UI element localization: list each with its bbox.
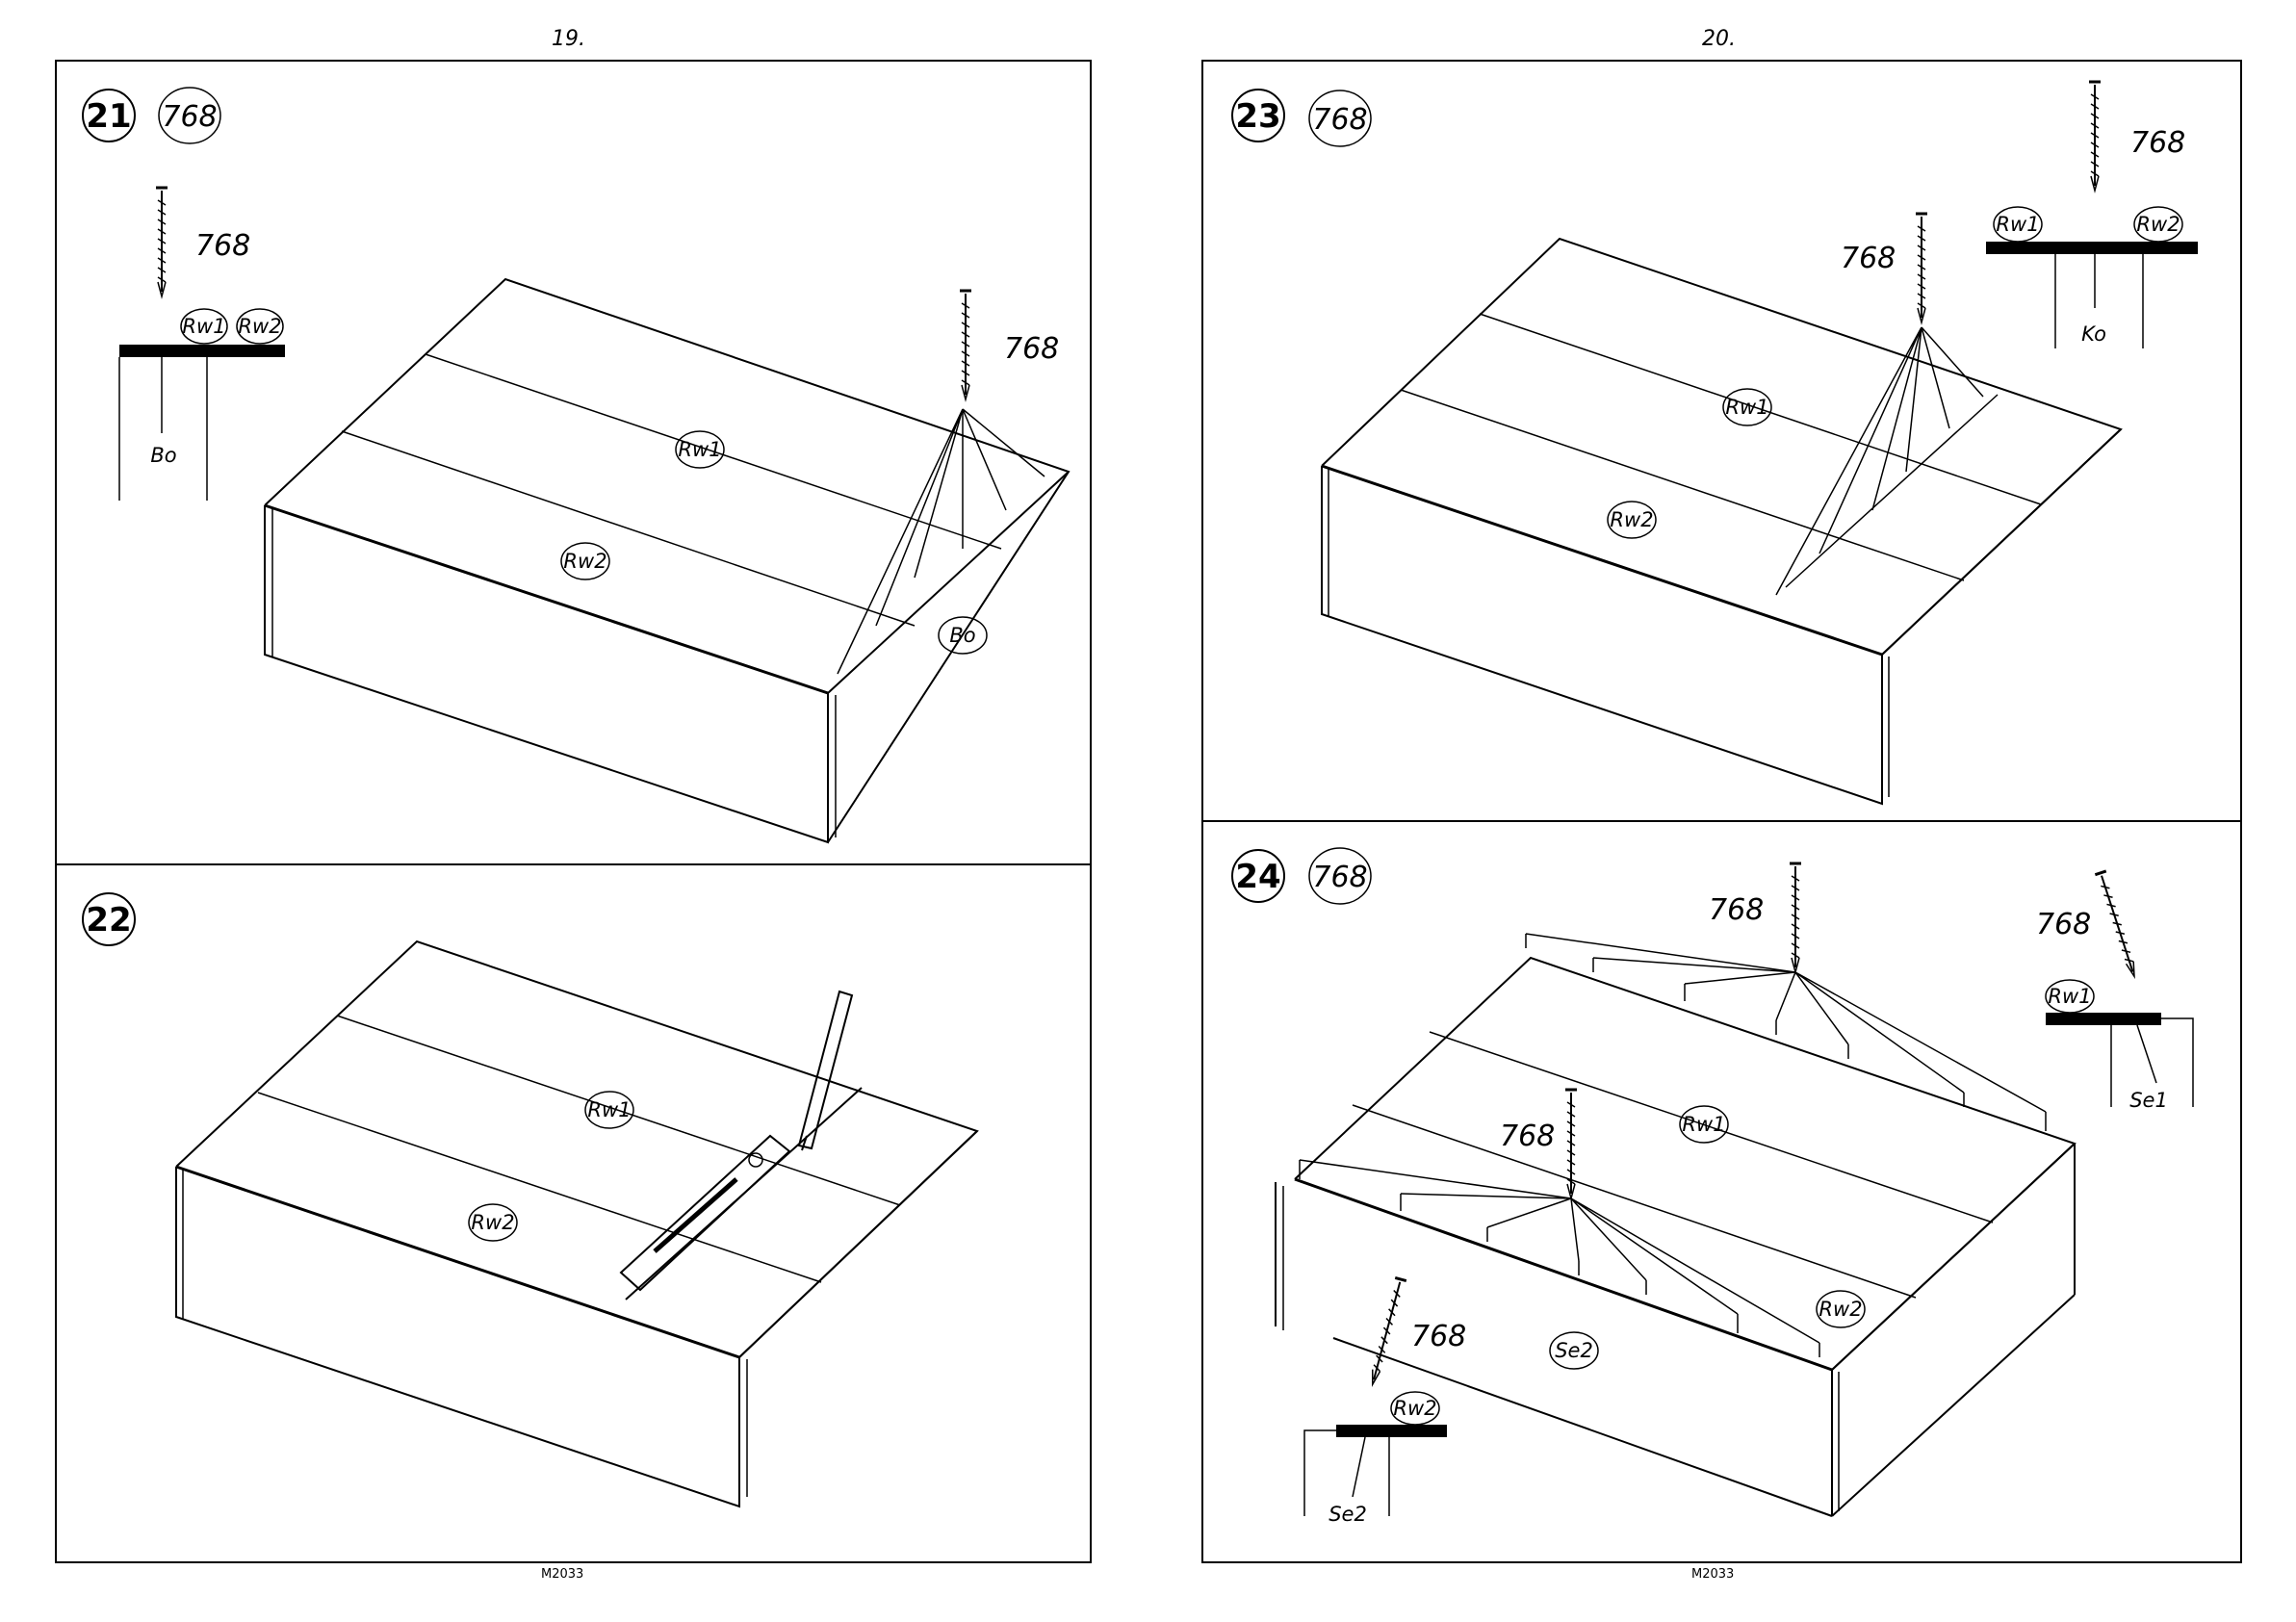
pencil-icon <box>799 991 852 1150</box>
part-label-rw1-top: Rw1 <box>1725 396 1768 419</box>
nail-icon <box>1916 214 1927 322</box>
part-label-ko: Ko <box>2081 322 2106 346</box>
part-label-rw2: Rw2 <box>2136 213 2180 236</box>
nail-icon <box>2095 871 2139 978</box>
diagram-code-23: 768 <box>1841 242 1896 275</box>
nail-icon <box>156 188 168 296</box>
part-label-rw1-top: Rw1 <box>1682 1113 1725 1136</box>
part-label-rw1: Rw1 <box>2048 985 2091 1008</box>
callout-code-21: 768 <box>195 229 250 263</box>
panel-section <box>1336 1425 1447 1437</box>
part-label-rw2-top: Rw2 <box>563 550 606 573</box>
nail-icon <box>1790 863 1801 972</box>
hardware-code-23: 768 <box>1312 103 1367 137</box>
part-label-rw1: Rw1 <box>182 315 225 338</box>
step-number-22: 22 <box>86 901 131 940</box>
part-label-rw1-top: Rw1 <box>678 438 721 461</box>
part-label-rw2: Rw2 <box>1393 1397 1436 1420</box>
step-number-21: 21 <box>86 97 131 136</box>
step-22: 22 Rw1 Rw2 <box>83 893 977 1506</box>
detail-callout-24-se1: 768 Rw1 Se1 <box>2036 871 2193 1112</box>
part-label-rw1: Rw1 <box>587 1098 631 1121</box>
nail-icon <box>1565 1090 1577 1198</box>
cabinet-drawing-23: Rw1 Rw2 768 <box>1322 214 2121 804</box>
hardware-code-21: 768 <box>162 100 217 134</box>
callout-code-23: 768 <box>2130 126 2185 160</box>
part-label-se2-side: Se2 <box>1555 1339 1593 1362</box>
detail-callout-23: 768 Rw1 Rw2 Ko <box>1986 82 2198 348</box>
panel-step-23 <box>1202 61 2241 821</box>
panel-section <box>2046 1013 2161 1025</box>
panel-section <box>119 345 285 357</box>
nail-icon <box>2089 82 2101 191</box>
callout-code-24-left: 768 <box>1500 1120 1555 1153</box>
callout-code-24-right: 768 <box>2036 908 2091 941</box>
step-number-24: 24 <box>1235 858 1280 896</box>
part-label-se2: Se2 <box>1329 1503 1367 1526</box>
callout-code-24-top: 768 <box>1709 893 1764 927</box>
cabinet-drawing-21: Rw1 Rw2 Bo 768 <box>265 279 1069 842</box>
step-number-23: 23 <box>1235 97 1280 136</box>
nail-icon <box>1367 1277 1406 1385</box>
panel-step-21 <box>56 61 1091 864</box>
detail-callout-21: 768 Rw1 Rw2 Bo <box>119 188 285 501</box>
panel-step-22 <box>56 864 1091 1562</box>
part-label-rw2: Rw2 <box>238 315 281 338</box>
part-label-bo-side: Bo <box>949 624 975 647</box>
part-label-rw2-top: Rw2 <box>1610 508 1653 531</box>
cabinet-drawing-22: Rw1 Rw2 <box>176 941 977 1506</box>
step-24: 24 768 768 Rw1 Se1 768 Rw2 Se2 <box>1232 848 2193 1526</box>
part-label-rw2: Rw2 <box>471 1211 514 1234</box>
nail-icon <box>960 291 971 399</box>
callout-code-24-bottom: 768 <box>1411 1320 1466 1353</box>
step-21: 21 768 768 Rw1 Rw2 Bo <box>83 88 1069 842</box>
step-23: 23 768 768 Rw1 Rw2 Ko Rw1 <box>1232 82 2198 804</box>
detail-callout-24-se2: 768 Rw2 Se2 <box>1304 1277 1466 1526</box>
diagram-code-21: 768 <box>1004 332 1059 366</box>
part-label-se1: Se1 <box>2129 1089 2168 1112</box>
panel-section <box>1986 242 2198 254</box>
part-label-rw1: Rw1 <box>1996 213 2039 236</box>
hardware-code-24: 768 <box>1312 861 1367 894</box>
part-label-rw2-top: Rw2 <box>1819 1298 1862 1321</box>
part-label-bo: Bo <box>150 444 176 467</box>
